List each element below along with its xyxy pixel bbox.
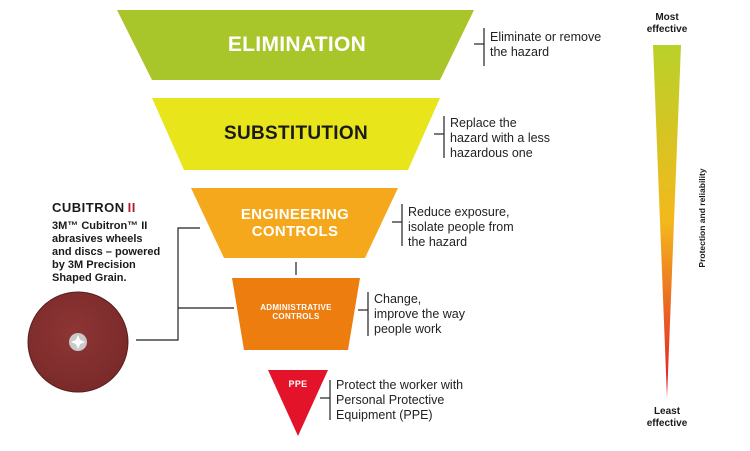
elimination-trapezoid: [117, 10, 474, 80]
administrative-description: Change, improve the way people work: [374, 292, 465, 337]
elimination-label: ELIMINATION: [227, 33, 367, 56]
cubitron-logo-text: CUBITRON: [52, 200, 125, 215]
ppe-description: Protect the worker with Personal Protect…: [336, 378, 463, 423]
engineering-description: Reduce exposure, isolate people from the…: [408, 205, 514, 250]
description-brackets: [320, 28, 485, 420]
engineering-desc-line-3: the hazard: [408, 235, 468, 249]
ppe-desc-line-2: Personal Protective: [336, 393, 445, 407]
product-text-line-1: 3M™ Cubitron™ II: [52, 220, 148, 232]
substitution-desc-line-2: hazard with a less: [450, 131, 551, 145]
ppe-desc-line-1: Protect the worker with: [336, 378, 464, 392]
product-connector: [136, 227, 234, 341]
substitution-description: Replace the hazard with a less hazardous…: [450, 116, 550, 161]
product-text-line-3: and discs – powered: [52, 246, 161, 258]
scale-bottom-line-1: Least: [653, 406, 681, 417]
substitution-trapezoid: [152, 98, 440, 170]
administrative-controls-trapezoid: [232, 278, 360, 350]
engineering-label-line-1: ENGINEERING: [240, 206, 350, 223]
engineering-desc-line-1: Reduce exposure,: [408, 205, 510, 219]
cubitron-logo-suffix: II: [127, 200, 136, 215]
administrative-desc-line-3: people work: [374, 322, 442, 336]
administrative-label-line-1: ADMINISTRATIVE: [260, 303, 332, 312]
scale-most-effective-label: Most effective: [632, 12, 702, 36]
product-text-line-2: abrasives wheels: [52, 233, 143, 245]
abrasive-disc-image: [27, 291, 129, 393]
engineering-controls-trapezoid: [191, 188, 398, 258]
ppe-label: PPE: [288, 379, 308, 389]
administrative-controls-label: ADMINISTRATIVE CONTROLS: [246, 303, 346, 322]
product-description: 3M™ Cubitron™ II abrasives wheels and di…: [52, 220, 172, 285]
effectiveness-scale-wedge: [653, 45, 681, 398]
product-text-line-5: Shaped Grain.: [52, 272, 127, 284]
engineering-controls-label: ENGINEERING CONTROLS: [210, 206, 380, 240]
scale-bottom-line-2: effective: [646, 418, 688, 429]
scale-side-label: Protection and reliability: [697, 168, 707, 268]
engineering-label-line-2: CONTROLS: [251, 222, 339, 240]
substitution-label: SUBSTITUTION: [224, 123, 368, 144]
engineering-desc-line-2: isolate people from: [408, 220, 514, 234]
substitution-desc-line-1: Replace the: [450, 116, 517, 130]
scale-least-effective-label: Least effective: [632, 406, 702, 430]
administrative-desc-line-1: Change,: [374, 292, 422, 306]
scale-top-line-2: effective: [646, 24, 688, 35]
ppe-triangle: [268, 370, 328, 436]
scale-top-line-1: Most: [655, 12, 679, 23]
elimination-desc-line-2: the hazard: [490, 45, 550, 59]
administrative-desc-line-2: improve the way: [374, 307, 466, 321]
product-text-line-4: by 3M Precision: [52, 259, 136, 271]
ppe-desc-line-3: Equipment (PPE): [336, 408, 433, 422]
substitution-desc-line-3: hazardous one: [450, 146, 533, 160]
elimination-description: Eliminate or remove the hazard: [490, 30, 601, 60]
administrative-label-line-2: CONTROLS: [272, 311, 320, 321]
elimination-desc-line-1: Eliminate or remove: [490, 30, 602, 44]
